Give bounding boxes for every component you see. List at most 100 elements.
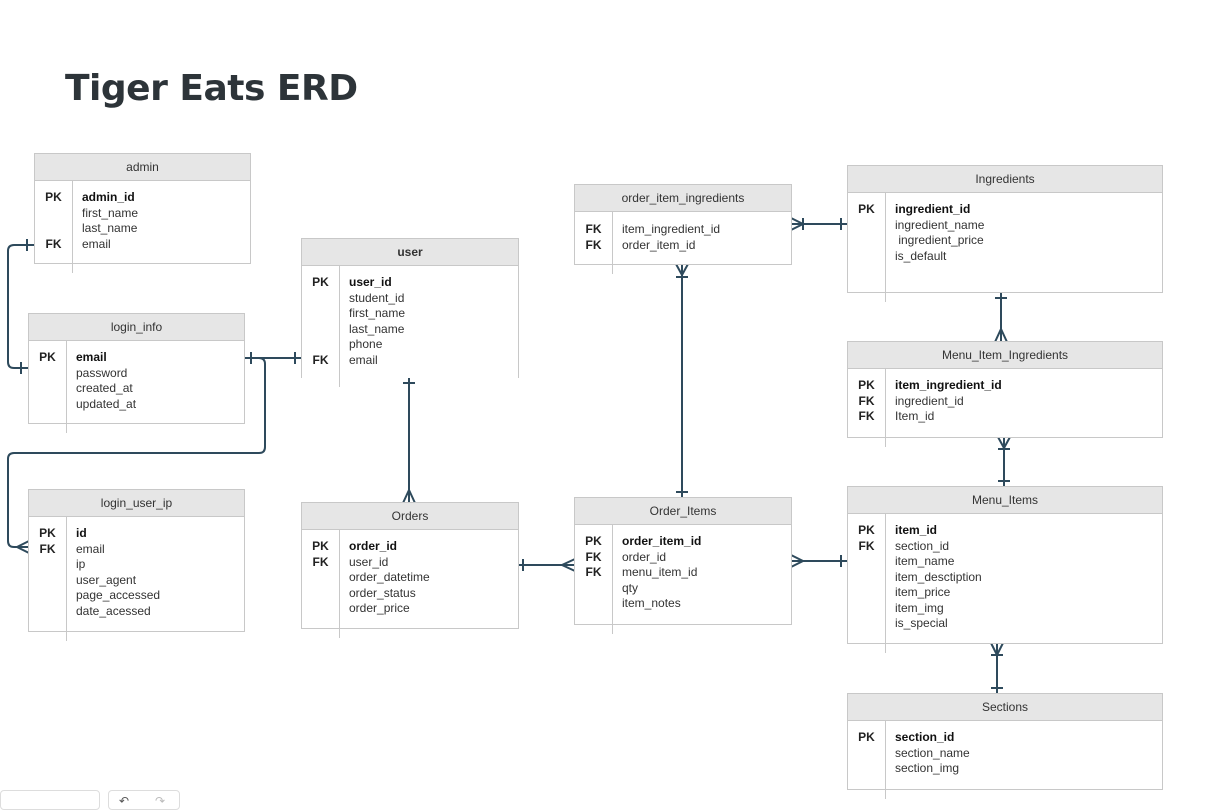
field-name: user_id	[349, 554, 389, 569]
field-name: last_name	[349, 321, 405, 336]
field-row: PK id	[29, 526, 244, 542]
field-row: item_desctiption	[848, 570, 1162, 586]
field-name: section_id	[895, 538, 950, 553]
field-name: order_datetime	[349, 570, 430, 584]
field-row: FK item_ingredient_id	[575, 222, 791, 238]
field-row: first_name	[302, 306, 518, 322]
field-name: order_item_id	[622, 237, 696, 252]
entity-order-item-ingredients[interactable]: order_item_ingredients FK item_ingredient…	[574, 184, 792, 274]
field-row: order_price	[302, 601, 518, 617]
mark-many	[402, 487, 416, 504]
link-admin-login-info	[7, 244, 35, 369]
field-row: last_name	[35, 221, 250, 237]
field-name: ip	[76, 557, 86, 571]
field-row: item_price	[848, 585, 1162, 601]
field-row: item_img	[848, 601, 1162, 617]
field-name: order_price	[349, 601, 410, 615]
entity-header: admin	[35, 154, 250, 181]
key-type: PK	[312, 539, 329, 553]
field-name: user_id	[349, 275, 392, 289]
field-row: last_name	[302, 322, 518, 338]
field-name: section_img	[895, 761, 960, 775]
key-type: PK	[858, 523, 875, 537]
mark-many	[790, 554, 806, 568]
field-name: user_agent	[76, 572, 137, 587]
key-type: FK	[858, 393, 875, 408]
link-login-info-ip	[7, 357, 266, 548]
field-name: created_at	[76, 381, 133, 395]
field-name: is_special	[895, 616, 948, 630]
field-name: item_desctiption	[895, 569, 982, 584]
entity-header: Order_Items	[575, 498, 791, 525]
key-type: PK	[858, 730, 875, 744]
field-name: last_name	[82, 221, 138, 235]
key-type: FK	[585, 222, 602, 236]
undo-icon[interactable]: ↶	[119, 794, 130, 808]
field-name: item_notes	[622, 596, 681, 610]
field-name: ingredient_name	[895, 217, 985, 232]
field-name: id	[76, 526, 87, 540]
field-name: Item_id	[895, 409, 935, 423]
field-name: item_id	[895, 523, 938, 537]
field-name: password	[76, 365, 128, 380]
field-name: ingredient_id	[895, 393, 964, 408]
field-name: email	[82, 236, 111, 251]
key-type: PK	[858, 378, 875, 392]
entity-header: Menu_Items	[848, 487, 1162, 514]
redo-icon[interactable]: ↷	[155, 794, 166, 808]
entity-header: order_item_ingredients	[575, 185, 791, 212]
mark-many	[994, 326, 1008, 343]
field-name: ingredient_price	[895, 233, 984, 247]
field-row: PK item_ingredient_id	[848, 378, 1162, 394]
key-type: FK	[585, 565, 602, 579]
field-name: student_id	[349, 290, 405, 305]
field-row: ingredient_price	[848, 233, 1162, 249]
field-row: PK item_id	[848, 523, 1162, 539]
entity-header: login_info	[29, 314, 244, 341]
field-row: user_agent	[29, 573, 244, 589]
key-type: FK	[585, 237, 602, 252]
entity-header: Sections	[848, 694, 1162, 721]
key-type: PK	[45, 190, 62, 204]
key-type: PK	[858, 202, 875, 216]
field-name: item_ingredient_id	[895, 378, 1002, 392]
field-row: page_accessed	[29, 588, 244, 604]
zoom-toolbar[interactable]	[0, 790, 100, 810]
field-name: item_ingredient_id	[622, 222, 721, 236]
field-row: item_name	[848, 554, 1162, 570]
field-name: menu_item_id	[622, 565, 698, 579]
field-name: order_status	[349, 585, 416, 600]
field-name: date_acessed	[76, 603, 151, 618]
mark-many	[559, 558, 576, 572]
field-row: phone	[302, 337, 518, 353]
field-name: item_price	[895, 585, 951, 599]
field-row: is_special	[848, 616, 1162, 632]
field-name: item_name	[895, 554, 955, 568]
field-row: created_at	[29, 381, 244, 397]
field-name: first_name	[349, 306, 406, 320]
history-toolbar[interactable]: ↶ ↷	[108, 790, 180, 810]
field-row: updated_at	[29, 397, 244, 413]
field-row: item_notes	[575, 596, 791, 612]
key-type: PK	[39, 526, 56, 540]
field-row: section_img	[848, 761, 1162, 777]
